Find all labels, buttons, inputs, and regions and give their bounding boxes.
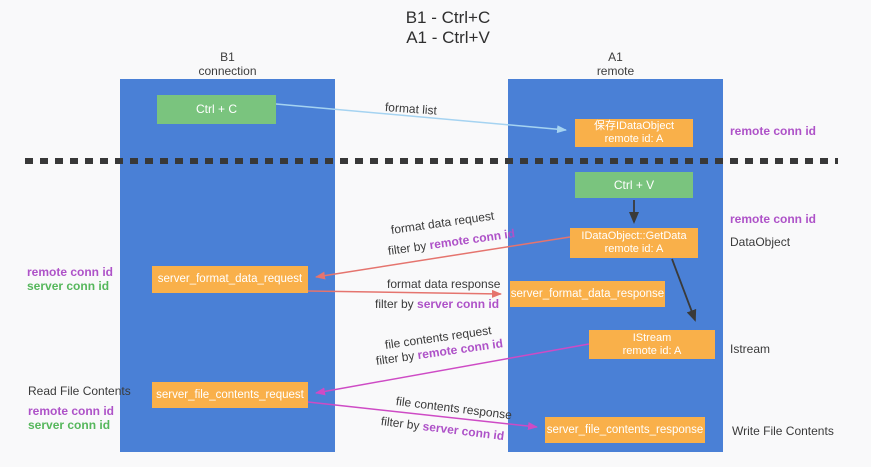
ctrl-c-box: Ctrl + C xyxy=(157,95,276,124)
read-file-contents-label: Read File Contents xyxy=(28,384,131,398)
remote-conn-id-label-top: remote conn id xyxy=(730,124,817,138)
format-data-response-filter-annotation: filter by server conn id xyxy=(375,297,499,311)
save-dataobject-line2: remote id: A xyxy=(604,133,664,145)
server-file-contents-request-label: server_file_contents_request xyxy=(156,388,304,401)
getdata-line1: IDataObject::GetData xyxy=(581,230,687,242)
lifeline-a1-subtitle: remote xyxy=(596,64,635,78)
filter-by-text: filter by xyxy=(380,414,424,434)
server-conn-id-left-2: server conn id xyxy=(28,418,111,432)
istream-label: Istream xyxy=(730,342,771,356)
remote-conn-id-label-mid: remote conn id xyxy=(730,212,817,226)
lifeline-a1-header: A1 remote xyxy=(508,50,723,78)
diagram-title: B1 - Ctrl+C A1 - Ctrl+V xyxy=(248,8,648,48)
dataobject-label: DataObject xyxy=(730,235,791,249)
left-conn-id-group-1: remote conn id server conn id xyxy=(27,265,113,293)
server-format-data-request-box: server_format_data_request xyxy=(152,266,308,293)
separator-dashed-line xyxy=(25,158,838,164)
istream-box: IStream remote id: A xyxy=(589,330,715,359)
istream-line2: remote id: A xyxy=(622,344,682,357)
server-file-contents-response-box: server_file_contents_response xyxy=(545,417,705,443)
lifeline-b1-name: B1 xyxy=(220,50,235,64)
format-data-response-annotation: format data response xyxy=(387,277,501,291)
server-conn-id-left-1: server conn id xyxy=(27,279,110,293)
lifeline-a1-name: A1 xyxy=(608,50,623,64)
save-dataobject-line1: 保存IDataObject xyxy=(593,120,675,132)
lifeline-b1-subtitle: connection xyxy=(198,64,257,78)
server-conn-id-text: server conn id xyxy=(417,297,500,311)
left-conn-id-group-2: Read File Contents remote conn id server… xyxy=(28,384,131,432)
ctrl-c-label: Ctrl + C xyxy=(195,102,237,116)
server-format-data-request-label: server_format_data_request xyxy=(157,273,303,285)
istream-line1: IStream xyxy=(632,331,672,344)
format-data-response-arrow xyxy=(307,289,502,298)
filter-by-text: filter by xyxy=(387,238,431,258)
ctrl-v-label: Ctrl + V xyxy=(613,177,655,192)
server-format-data-response-label: server_format_data_response xyxy=(510,287,665,300)
server-file-contents-request-box: server_file_contents_request xyxy=(152,382,308,408)
remote-conn-id-left-1: remote conn id xyxy=(27,265,114,279)
format-list-annotation: format list xyxy=(384,100,438,118)
filter-by-text: filter by xyxy=(375,297,418,311)
getdata-box: IDataObject::GetData remote id: A xyxy=(570,228,698,258)
write-file-contents-label: Write File Contents xyxy=(732,424,834,438)
ctrl-v-box: Ctrl + V xyxy=(575,172,693,198)
server-conn-id-text: server conn id xyxy=(421,419,505,444)
remote-conn-id-text: remote conn id xyxy=(428,226,516,253)
lifeline-b1-header: B1 connection xyxy=(120,50,335,78)
getdata-line2: remote id: A xyxy=(604,243,664,255)
save-dataobject-box: 保存IDataObject remote id: A xyxy=(575,119,693,147)
filter-by-text: filter by xyxy=(375,348,419,368)
title-line-1: B1 - Ctrl+C xyxy=(405,8,491,27)
remote-conn-id-left-2: remote conn id xyxy=(28,404,115,418)
server-file-contents-response-label: server_file_contents_response xyxy=(546,423,704,436)
title-line-2: A1 - Ctrl+V xyxy=(406,28,490,47)
server-format-data-response-box: server_format_data_response xyxy=(510,281,665,307)
